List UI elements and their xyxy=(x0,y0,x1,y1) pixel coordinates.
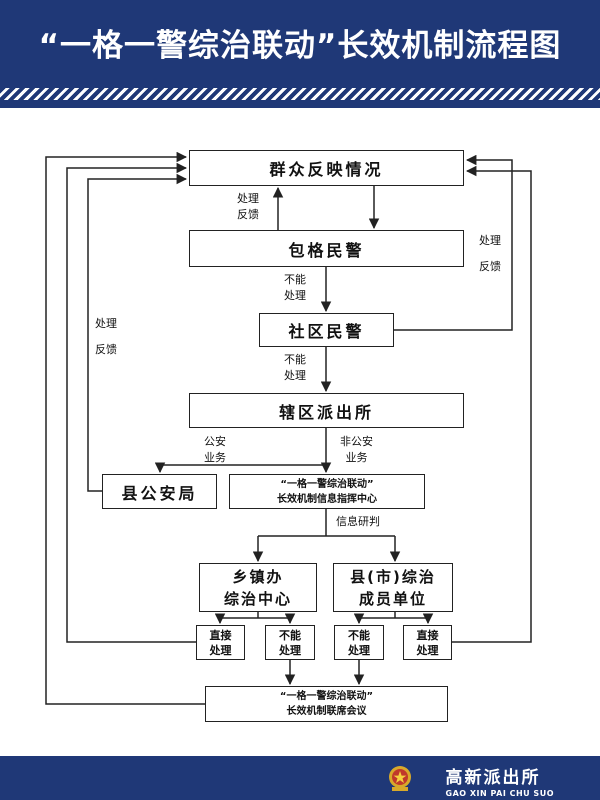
header-bar xyxy=(0,0,600,78)
box-joint-meeting: “一格一警综治联动” 长效机制联席会议 xyxy=(205,686,448,722)
label-non-public-1: 非公安 xyxy=(340,435,373,448)
box-command-center: “一格一警综治联动” 长效机制信息指挥中心 xyxy=(229,474,425,509)
page-title: “一格一警综治联动”长效机制流程图 xyxy=(38,28,562,64)
label-non-public-security: 非公安 业务 xyxy=(340,434,373,466)
header-stripe xyxy=(0,88,600,100)
label-feedback-top-2: 反馈 xyxy=(237,208,259,221)
command-center-line1: “一格一警综治联动” xyxy=(280,478,374,490)
label-feedback-right: 处理 反馈 xyxy=(479,228,501,280)
footer-bar xyxy=(0,756,600,800)
label-feedback-left-2: 反馈 xyxy=(95,343,117,356)
label-unable-grid: 不能 处理 xyxy=(284,272,306,304)
label-feedback-top: 处理 反馈 xyxy=(237,191,259,223)
joint-line1: “一格一警综治联动” xyxy=(279,691,374,702)
loop-community-feedback xyxy=(394,154,513,331)
loop-direct1-feedback xyxy=(66,162,196,643)
label-public-security-2: 业务 xyxy=(204,451,226,464)
box-member-units: 县(市)综治 成员单位 xyxy=(333,563,453,612)
loop-joint-feedback xyxy=(45,151,205,705)
box-unable-handle-2: 不能 处理 xyxy=(334,625,384,660)
box-police-station: 辖区派出所 xyxy=(189,393,464,428)
label-feedback-left-1: 处理 xyxy=(95,317,117,330)
label-public-security-1: 公安 xyxy=(204,435,226,448)
footer-brand: 高新派出所 GAO XIN PAI CHU SUO xyxy=(446,763,554,798)
box-unable-handle-1: 不能 处理 xyxy=(265,625,315,660)
box-county-bureau: 县公安局 xyxy=(102,474,217,509)
label-feedback-right-2: 反馈 xyxy=(479,260,501,273)
label-feedback-left: 处理 反馈 xyxy=(95,311,117,363)
footer-brand-name: 高新派出所 xyxy=(445,768,541,788)
unable1-line2: 处理 xyxy=(279,643,301,657)
box-public-report: 群众反映情况 xyxy=(189,150,464,186)
unable2-line2: 处理 xyxy=(348,643,370,657)
township-line1: 乡镇办 xyxy=(232,567,284,586)
member-line1: 县(市)综治 xyxy=(350,567,436,586)
unable1-line1: 不能 xyxy=(279,628,301,642)
township-line2: 综治中心 xyxy=(223,589,292,608)
box-direct-handle-2: 直接 处理 xyxy=(403,625,452,660)
label-info-research: 信息研判 xyxy=(336,515,380,528)
label-unable-grid-1: 不能 xyxy=(284,273,306,286)
direct1-line2: 处理 xyxy=(209,643,232,657)
box-direct-handle-1: 直接 处理 xyxy=(196,625,245,660)
joint-line2: 长效机制联席会议 xyxy=(286,706,367,717)
label-unable-grid-2: 处理 xyxy=(284,289,306,302)
label-unable-community: 不能 处理 xyxy=(284,352,306,384)
direct2-line2: 处理 xyxy=(416,643,439,657)
label-public-security: 公安 业务 xyxy=(204,434,226,466)
police-emblem-icon xyxy=(389,766,411,791)
label-unable-community-1: 不能 xyxy=(284,353,306,366)
label-unable-community-2: 处理 xyxy=(284,369,306,382)
box-township-center: 乡镇办 综治中心 xyxy=(199,563,317,612)
direct1-line1: 直接 xyxy=(209,628,232,642)
footer-brand-en: GAO XIN PAI CHU SUO xyxy=(445,789,554,798)
label-non-public-2: 业务 xyxy=(345,451,368,464)
direct2-line1: 直接 xyxy=(416,628,439,642)
arrow-to-county-bureau xyxy=(154,462,326,474)
label-feedback-right-1: 处理 xyxy=(479,234,501,247)
command-center-line2: 长效机制信息指挥中心 xyxy=(277,493,377,505)
loop-direct2-feedback xyxy=(452,165,532,643)
box-grid-police: 包格民警 xyxy=(189,230,464,267)
unable2-line1: 不能 xyxy=(348,628,370,642)
member-line2: 成员单位 xyxy=(358,589,427,608)
loop-county-feedback xyxy=(87,173,188,492)
label-feedback-top-1: 处理 xyxy=(237,192,259,205)
box-community-police: 社区民警 xyxy=(259,313,394,347)
